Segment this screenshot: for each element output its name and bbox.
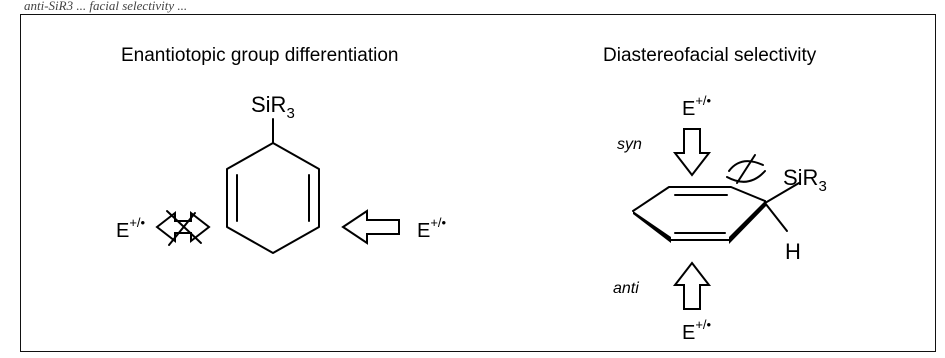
bottom-reagent-label: E+/• <box>682 317 712 344</box>
anti-label: anti <box>613 280 639 297</box>
perspective-cyclohexadiene <box>632 182 800 244</box>
syn-down-arrow <box>672 128 712 177</box>
left-reagent-label: E+/• <box>116 215 146 242</box>
left-pointing-arrow <box>341 209 400 245</box>
left-cyclohexadiene-ring <box>226 142 320 254</box>
hydrogen-label: H <box>785 239 801 264</box>
crossed-double-arrow <box>155 210 211 246</box>
blocked-approach-icon <box>726 154 766 184</box>
top-reagent-label: E+/• <box>682 93 712 120</box>
anti-up-arrow <box>672 261 712 310</box>
reaction-scheme: Enantiotopic group differentiation SiR3 … <box>116 45 827 344</box>
left-panel-title: Enantiotopic group differentiation <box>121 45 398 66</box>
scheme-frame: Enantiotopic group differentiation SiR3 … <box>20 14 936 352</box>
left-substituent-label: SiR3 <box>251 92 295 122</box>
right-substituent-label: SiR3 <box>783 165 827 195</box>
top-cut-caption: anti-SiR3 ... facial selectivity ... <box>24 0 188 13</box>
syn-label: syn <box>617 136 642 153</box>
right-reagent-label: E+/• <box>417 215 447 242</box>
right-panel-title: Diastereofacial selectivity <box>603 45 817 66</box>
